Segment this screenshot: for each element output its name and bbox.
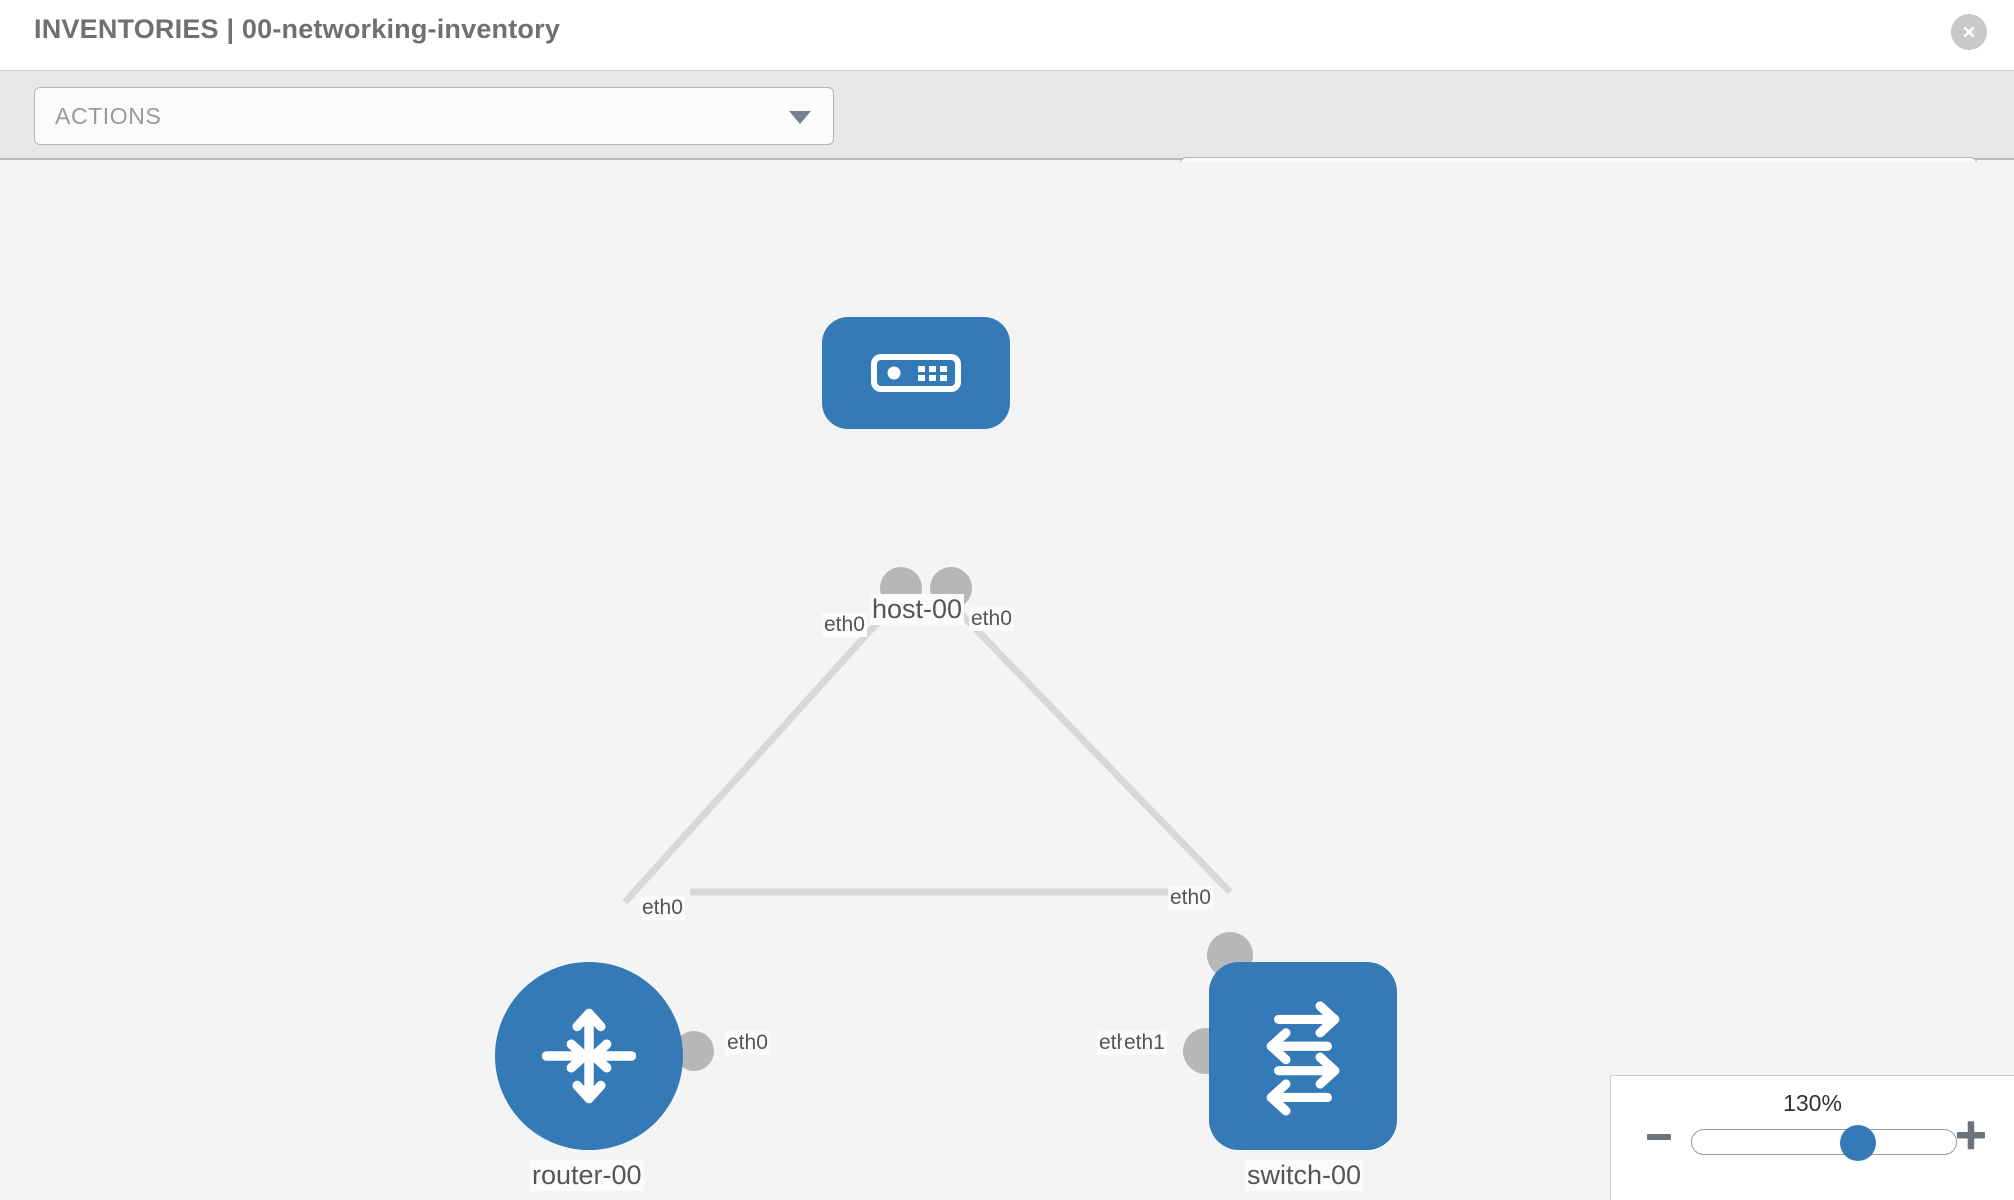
edge-host-switch bbox=[937, 589, 1233, 895]
zoom-control-panel: 130% bbox=[1610, 1075, 2014, 1200]
node-switch-00-shape[interactable] bbox=[1209, 962, 1397, 1150]
node-router-00-label: router-00 bbox=[530, 1160, 644, 1191]
topology-canvas[interactable]: eth0 eth0 host-00 bbox=[0, 162, 2014, 1200]
edge-label-router-right: eth0 bbox=[725, 1031, 770, 1055]
plus-icon bbox=[1957, 1121, 1985, 1150]
node-host-00-label: host-00 bbox=[870, 594, 965, 625]
page-header: INVENTORIES | 00-networking-inventory bbox=[0, 0, 2014, 70]
server-icon bbox=[871, 354, 961, 392]
node-router-00[interactable] bbox=[495, 962, 683, 1150]
toolbar: ACTIONS SEARCH bbox=[0, 70, 2014, 215]
node-host-00-shape[interactable] bbox=[822, 317, 1010, 429]
edge-label-host-left: eth0 bbox=[822, 613, 867, 637]
router-arrows-icon bbox=[541, 1008, 637, 1104]
switch-arrows-icon bbox=[1266, 1001, 1340, 1116]
node-switch-00-label: switch-00 bbox=[1245, 1160, 1364, 1191]
actions-dropdown[interactable]: ACTIONS bbox=[34, 87, 834, 145]
zoom-slider[interactable] bbox=[1691, 1125, 1957, 1161]
actions-dropdown-label: ACTIONS bbox=[55, 103, 162, 129]
close-icon[interactable] bbox=[1951, 14, 1987, 50]
topology-edges bbox=[622, 589, 1233, 905]
zoom-slider-thumb[interactable] bbox=[1840, 1125, 1876, 1161]
page-title: INVENTORIES | 00-networking-inventory bbox=[34, 14, 561, 44]
edge-label-router-upper: eth0 bbox=[640, 896, 685, 920]
zoom-in-button[interactable] bbox=[1954, 1118, 1988, 1157]
edge-label-switch-left-front: eth1 bbox=[1122, 1031, 1167, 1055]
zoom-level-value: 130% bbox=[1783, 1090, 1842, 1116]
zoom-out-button[interactable] bbox=[1645, 1123, 1673, 1156]
node-router-00-shape[interactable] bbox=[495, 962, 683, 1150]
minus-icon bbox=[1647, 1134, 1671, 1140]
edge-label-host-right: eth0 bbox=[969, 607, 1014, 631]
node-host-00[interactable] bbox=[822, 317, 1010, 429]
close-x-glyph bbox=[1963, 26, 1975, 38]
node-switch-00[interactable] bbox=[1209, 962, 1397, 1150]
edge-host-router bbox=[622, 589, 908, 905]
edge-label-switch-upper: eth0 bbox=[1168, 886, 1213, 910]
chevron-down-icon bbox=[789, 111, 811, 124]
